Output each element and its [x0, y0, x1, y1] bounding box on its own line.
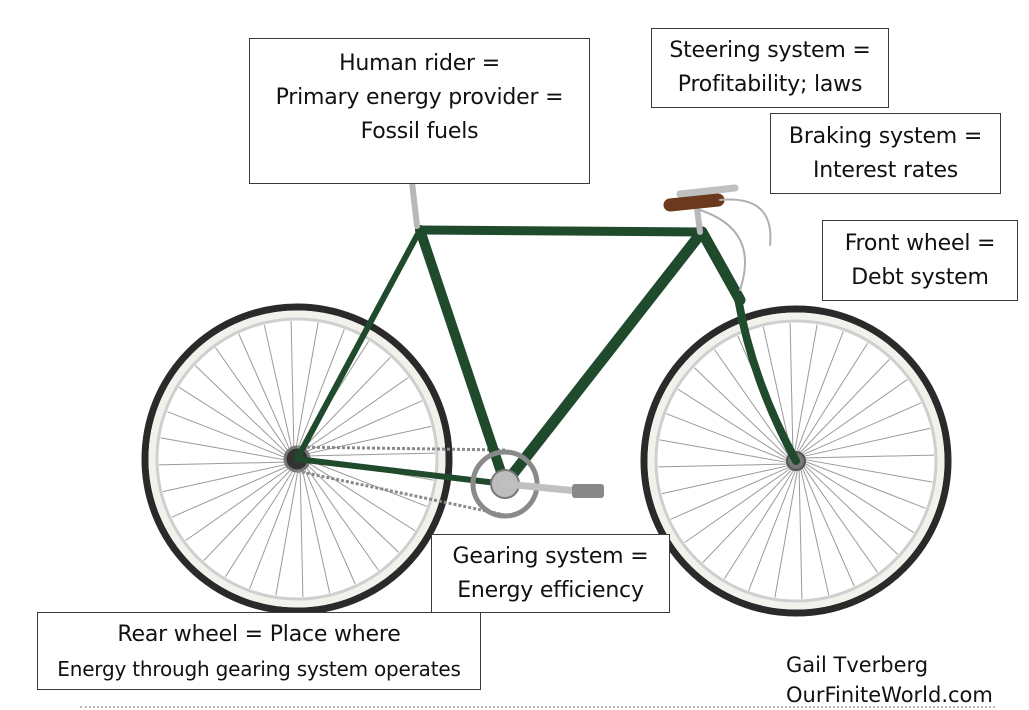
front-wheel-line-1: Front wheel = [823, 227, 1017, 261]
label-human-rider: Human rider = Primary energy provider = … [249, 38, 590, 184]
spoke [803, 428, 930, 456]
spoke [660, 440, 789, 463]
spoke [195, 366, 289, 456]
spoke [291, 321, 294, 451]
spoke [204, 466, 294, 560]
spoke [703, 468, 793, 562]
rear-wheel-line-1: Rear wheel = Place where [38, 618, 480, 652]
spoke [800, 468, 828, 595]
label-steering-system: Steering system = Profitability; laws [651, 28, 889, 108]
spoke [172, 465, 291, 518]
rear-wheel-line-2: Energy through gearing system operates [38, 652, 480, 686]
spoke [159, 462, 289, 465]
spoke [658, 464, 788, 467]
rider-line-2: Primary energy provider = [250, 81, 589, 115]
spoke [300, 466, 303, 596]
spoke [662, 465, 789, 493]
spoke [304, 426, 431, 454]
spoke [804, 459, 933, 482]
spoke [799, 468, 802, 598]
spoke [800, 380, 907, 455]
braking-line-2: Interest rates [771, 154, 1000, 188]
steering-line-2: Profitability; laws [652, 68, 888, 102]
spoke [216, 348, 291, 455]
spoke [304, 453, 434, 456]
braking-line-1: Braking system = [771, 120, 1000, 154]
rider-line-3: Fossil fuels [250, 115, 589, 149]
spoke [301, 466, 329, 593]
spoke [775, 469, 798, 598]
gearing-line-1: Gearing system = [432, 540, 669, 574]
spoke [186, 466, 293, 541]
label-gearing-system: Gearing system = Energy efficiency [431, 534, 670, 613]
spoke [803, 464, 897, 554]
label-braking-system: Braking system = Interest rates [770, 113, 1001, 194]
spoke [803, 455, 933, 458]
label-rear-wheel: Rear wheel = Place where Energy through … [37, 612, 481, 690]
gearing-line-2: Energy efficiency [432, 574, 669, 608]
credit-author: Gail Tverberg [786, 650, 993, 680]
spoke [671, 467, 790, 520]
spoke [802, 467, 855, 586]
spoke [803, 465, 878, 572]
spoke [161, 438, 290, 461]
spoke [802, 403, 921, 456]
spoke [799, 359, 889, 453]
spoke [239, 334, 292, 453]
spoke [794, 325, 817, 454]
front-wheel-line-2: Debt system [823, 261, 1017, 295]
label-front-wheel: Front wheel = Debt system [822, 220, 1018, 301]
spoke [264, 325, 292, 452]
steering-line-1: Steering system = [652, 34, 888, 68]
spoke [276, 467, 299, 596]
rider-line-1: Human rider = [250, 47, 589, 81]
spoke [685, 468, 792, 543]
spoke [163, 463, 290, 491]
spoke [303, 401, 422, 454]
spoke [304, 463, 379, 570]
divider [80, 706, 995, 708]
spoke [790, 323, 793, 453]
credit: Gail Tverberg OurFiniteWorld.com [786, 650, 993, 710]
